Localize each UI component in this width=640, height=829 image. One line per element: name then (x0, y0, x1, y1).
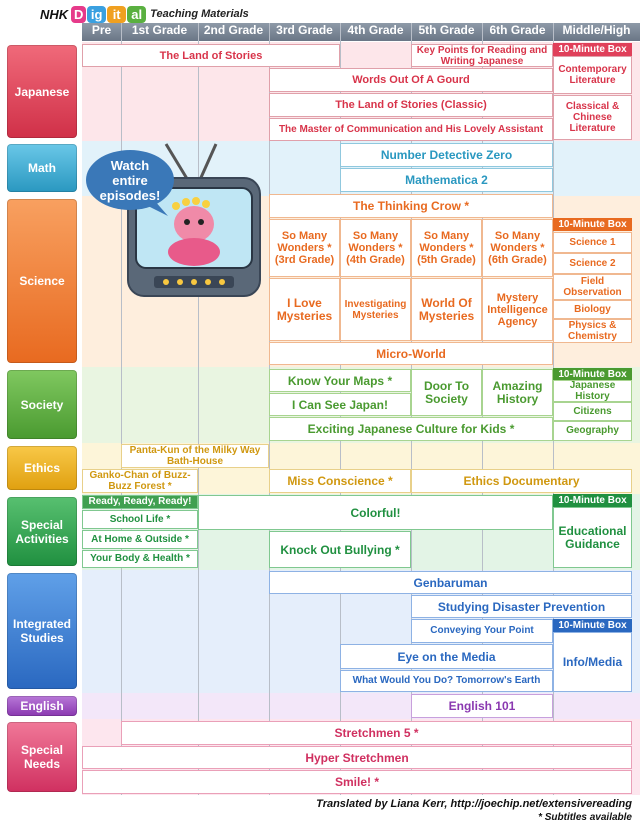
program-land-of-stories-classic[interactable]: The Land of Stories (Classic) (269, 93, 553, 117)
band-english (82, 693, 640, 719)
ten-minute-box-tag: 10-Minute Box (553, 218, 632, 231)
nhk-digital-logo[interactable]: NHK D ig it al Teaching Materials (40, 4, 249, 24)
program-school-life[interactable]: School Life * (82, 510, 198, 529)
logo-letter-al: al (127, 5, 147, 23)
program-japanese-history[interactable]: Japanese History (553, 380, 632, 402)
program-knock-out-bullying[interactable]: Knock Out Bullying * (269, 531, 411, 568)
program-your-body-health[interactable]: Your Body & Health * (82, 550, 198, 568)
grade-6: 6th Grade (489, 23, 546, 37)
program-exciting-japanese-culture[interactable]: Exciting Japanese Culture for Kids * (269, 417, 553, 441)
program-wonders-5th[interactable]: So Many Wonders * (5th Grade) (411, 219, 482, 277)
program-miss-conscience[interactable]: Miss Conscience * (269, 469, 411, 493)
logo-letter-it: it (107, 5, 127, 23)
program-conveying-your-point[interactable]: Conveying Your Point (411, 619, 553, 643)
program-door-to-society[interactable]: Door To Society (411, 369, 482, 416)
program-classical-literature[interactable]: Classical & Chinese Literature (553, 95, 632, 140)
program-i-love-mysteries[interactable]: I Love Mysteries (269, 278, 340, 341)
program-master-of-communication[interactable]: The Master of Communication and His Love… (269, 118, 553, 141)
tv-illustration[interactable]: Watch entire episodes! (84, 142, 269, 302)
subject-special-needs[interactable]: Special Needs (7, 722, 77, 792)
program-panta-kun[interactable]: Panta-Kun of the Milky Way Bath-House (121, 444, 269, 468)
ten-minute-box-tag: 10-Minute Box (553, 43, 632, 56)
logo-nhk: NHK (40, 6, 69, 22)
program-biology[interactable]: Biology (553, 300, 632, 319)
program-land-of-stories[interactable]: The Land of Stories (82, 44, 340, 67)
program-key-points[interactable]: Key Points for Reading and Writing Japan… (411, 44, 553, 67)
program-number-detective-zero[interactable]: Number Detective Zero (340, 143, 553, 167)
program-genbaruman[interactable]: Genbaruman (269, 571, 632, 594)
program-mystery-intelligence-agency[interactable]: Mystery Intelligence Agency (482, 278, 553, 341)
tv-icon (86, 143, 261, 297)
subject-special-activities[interactable]: Special Activities (7, 497, 77, 566)
logo-letter-d: D (71, 5, 87, 23)
translation-credit[interactable]: Translated by Liana Kerr, http://joechip… (316, 798, 632, 810)
ten-minute-box-tag: 10-Minute Box (553, 494, 632, 507)
logo-letter-ig: ig (87, 5, 107, 23)
grid-line (198, 23, 199, 795)
program-investigating-mysteries[interactable]: Investigating Mysteries (340, 278, 411, 341)
program-science-1[interactable]: Science 1 (553, 232, 632, 253)
grid-line (121, 23, 122, 795)
subject-english[interactable]: English (7, 696, 77, 716)
logo-subtitle: Teaching Materials (150, 8, 249, 20)
program-colorful[interactable]: Colorful! (198, 495, 553, 530)
subtitles-note: * Subtitles available (538, 812, 632, 823)
program-world-of-mysteries[interactable]: World Of Mysteries (411, 278, 482, 341)
grade-3: 3rd Grade (276, 23, 333, 37)
program-what-would-you-do[interactable]: What Would You Do? Tomorrow's Earth (340, 670, 553, 692)
program-ethics-documentary[interactable]: Ethics Documentary (411, 469, 632, 493)
program-mathematica-2[interactable]: Mathematica 2 (340, 168, 553, 192)
subject-science[interactable]: Science (7, 199, 77, 363)
subject-math[interactable]: Math (7, 144, 77, 192)
program-info-media[interactable]: Info/Media (553, 632, 632, 692)
program-wonders-3rd[interactable]: So Many Wonders * (3rd Grade) (269, 219, 340, 277)
program-geography[interactable]: Geography (553, 421, 632, 441)
program-studying-disaster-prevention[interactable]: Studying Disaster Prevention (411, 595, 632, 618)
program-micro-world[interactable]: Micro-World (269, 342, 553, 365)
ten-minute-box-tag: 10-Minute Box (553, 368, 632, 380)
subject-society[interactable]: Society (7, 370, 77, 439)
subject-integrated-studies[interactable]: Integrated Studies (7, 573, 77, 689)
program-i-can-see-japan[interactable]: I Can See Japan! (269, 393, 411, 416)
program-citizens[interactable]: Citizens (553, 402, 632, 421)
program-wonders-6th[interactable]: So Many Wonders * (6th Grade) (482, 219, 553, 277)
program-smile[interactable]: Smile! * (82, 770, 632, 794)
program-field-observation[interactable]: Field Observation (553, 274, 632, 300)
ten-minute-box-tag: 10-Minute Box (553, 619, 632, 632)
program-eye-on-the-media[interactable]: Eye on the Media (340, 644, 553, 669)
program-educational-guidance[interactable]: Educational Guidance (553, 507, 632, 568)
program-at-home-outside[interactable]: At Home & Outside * (82, 530, 198, 549)
grade-4: 4th Grade (347, 23, 404, 37)
program-hyper-stretchmen[interactable]: Hyper Stretchmen (82, 746, 632, 769)
grade-2: 2nd Grade (203, 23, 264, 37)
program-stretchmen-5[interactable]: Stretchmen 5 * (121, 721, 632, 745)
program-physics-chemistry[interactable]: Physics & Chemistry (553, 319, 632, 343)
program-ganko-chan[interactable]: Ganko-Chan of Buzz-Buzz Forest * (82, 469, 198, 493)
grade-middle-high: Middle/High (562, 23, 631, 37)
program-amazing-history[interactable]: Amazing History (482, 369, 553, 416)
program-words-out-of-a-gourd[interactable]: Words Out Of A Gourd (269, 68, 553, 92)
subject-ethics[interactable]: Ethics (7, 446, 77, 490)
program-wonders-4th[interactable]: So Many Wonders * (4th Grade) (340, 219, 411, 277)
program-contemporary-literature[interactable]: Contemporary Literature (553, 56, 632, 94)
program-english-101[interactable]: English 101 (411, 694, 553, 718)
program-science-2[interactable]: Science 2 (553, 253, 632, 274)
tv-speech-bubble: Watch entire episodes! (99, 158, 161, 203)
program-ready-ready-ready[interactable]: Ready, Ready, Ready! (82, 495, 198, 509)
grade-header-bar: Pre 1st Grade 2nd Grade 3rd Grade 4th Gr… (82, 23, 640, 41)
program-know-your-maps[interactable]: Know Your Maps * (269, 369, 411, 392)
grade-pre: Pre (91, 23, 112, 37)
subject-japanese[interactable]: Japanese (7, 45, 77, 138)
grade-5: 5th Grade (418, 23, 475, 37)
program-thinking-crow[interactable]: The Thinking Crow * (269, 194, 553, 218)
grade-1: 1st Grade (131, 23, 188, 37)
